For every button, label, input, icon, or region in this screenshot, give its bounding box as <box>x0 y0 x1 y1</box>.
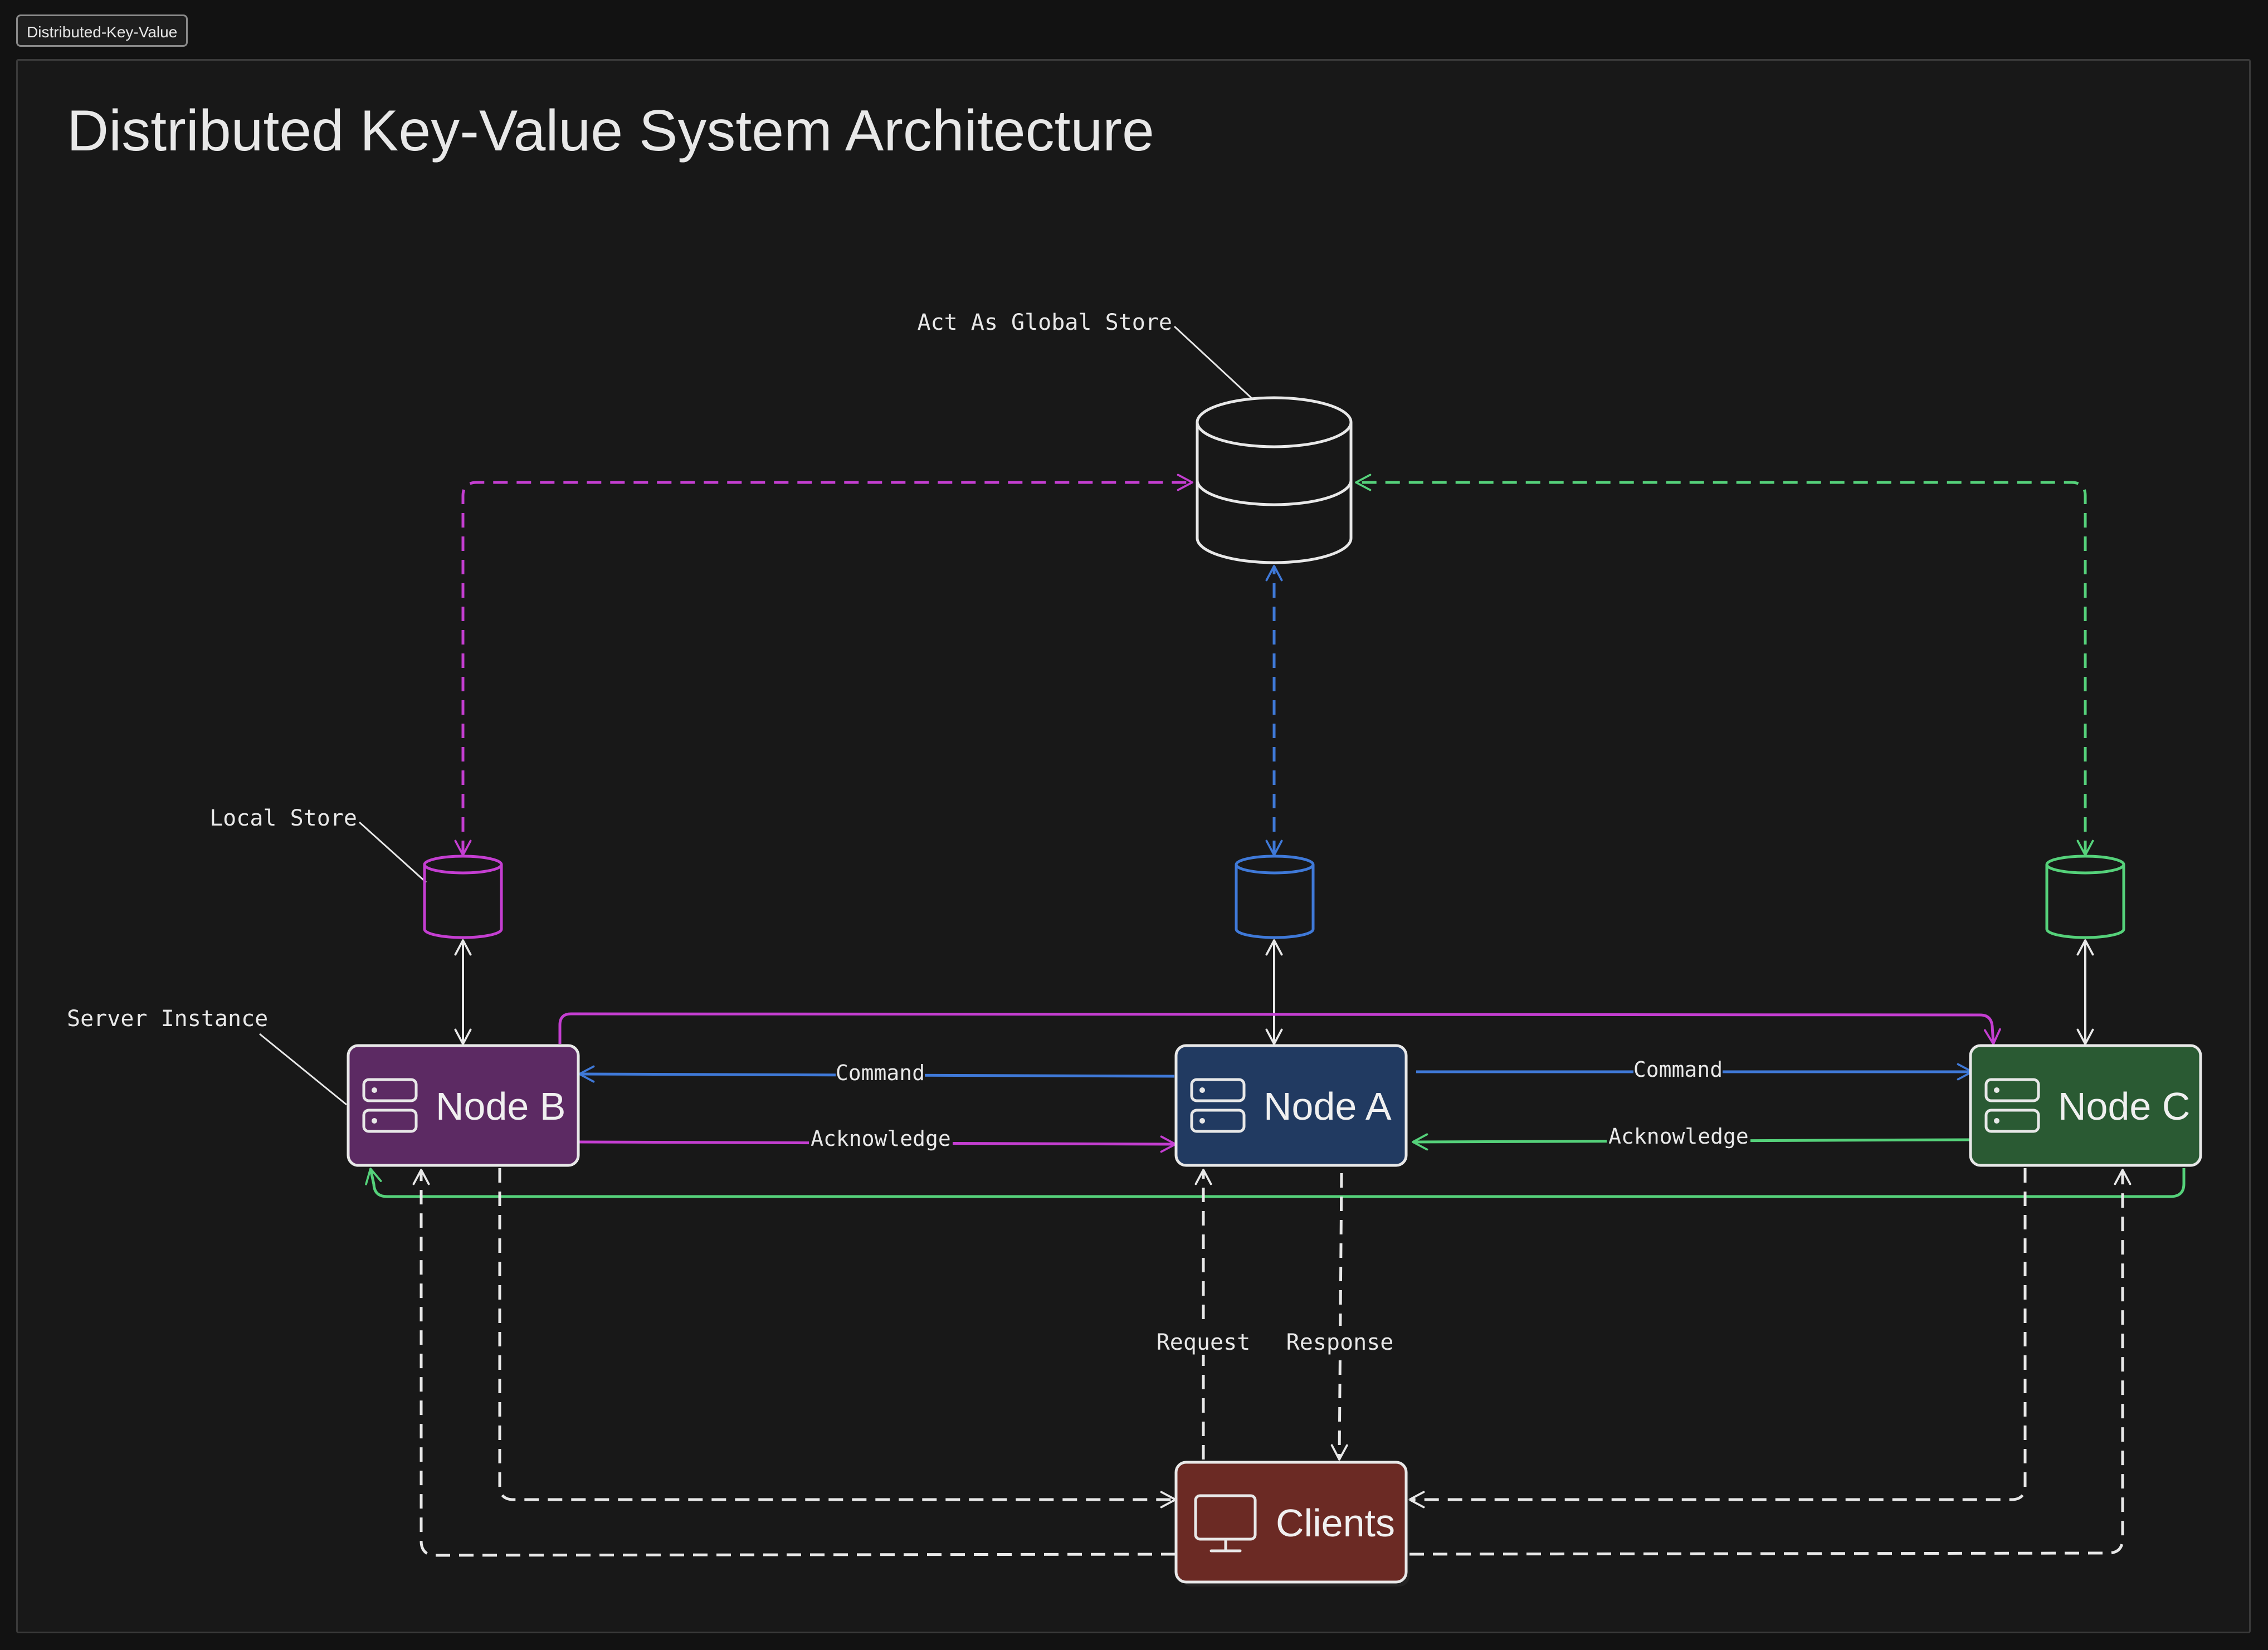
clients-node[interactable]: Clients <box>1174 1461 1409 1586</box>
clients-label: Clients <box>1276 1501 1395 1545</box>
diagram-title: Distributed Key-Value System Architectur… <box>67 99 1154 163</box>
node-a[interactable]: Node A <box>1174 1044 1408 1167</box>
global-store-database-icon <box>1196 396 1353 564</box>
edge-c-to-clients <box>1408 1168 2027 1509</box>
edge-request-label-bg <box>1154 1326 1252 1355</box>
edge-acknowledge-c-label: Acknowledge <box>1608 1124 1749 1149</box>
monitor-icon <box>1194 1494 1257 1553</box>
annotation-server-instance: Server Instance <box>67 1006 268 1032</box>
annotation-local-store: Local Store <box>209 806 357 831</box>
edge-request-label: Request <box>1157 1330 1251 1355</box>
edge-clients-to-c <box>1409 1169 2132 1556</box>
edge-acknowledge-b-label: Acknowledge <box>811 1126 951 1151</box>
annotation-server-instance-leader <box>259 1033 347 1106</box>
edge-acknowledge-b-label-bg <box>809 1127 953 1153</box>
node-c-label: Node C <box>2058 1085 2190 1128</box>
server-icon <box>1984 1078 2040 1133</box>
tab-distributed-key-value[interactable]: Distributed-Key-Value <box>16 14 188 47</box>
edge-command-b-label: Command <box>836 1061 925 1085</box>
local-store-a-icon <box>1235 855 1315 939</box>
node-b-label: Node B <box>436 1085 565 1128</box>
edge-b-to-c <box>558 1012 2001 1045</box>
node-a-label: Node A <box>1264 1085 1392 1128</box>
edge-response-a-to-clients <box>1330 1173 1348 1461</box>
edge-response-label: Response <box>1286 1330 1394 1355</box>
edge-command-c-label-bg <box>1633 1058 1723 1084</box>
edge-acknowledge-c-label-bg <box>1607 1125 1750 1151</box>
node-b[interactable]: Node B <box>347 1044 580 1167</box>
annotation-local-store-leader <box>358 821 427 883</box>
edge-c-to-b <box>365 1168 2186 1198</box>
annotation-global-store: Act As Global Store <box>917 310 1172 335</box>
edge-command-b-label-bg <box>836 1062 925 1087</box>
server-icon <box>362 1078 418 1133</box>
sync-edge-c-global <box>1355 473 2094 856</box>
node-c[interactable]: Node C <box>1969 1044 2202 1167</box>
local-store-b-icon <box>423 855 503 939</box>
edge-response-label-bg <box>1284 1326 1396 1355</box>
sync-edge-b-global <box>454 473 1193 856</box>
local-store-c-icon <box>2045 855 2125 939</box>
annotation-global-store-leader <box>1173 325 1254 400</box>
edge-b-to-clients <box>498 1168 1177 1509</box>
server-icon <box>1190 1078 1246 1133</box>
edge-clients-to-b <box>412 1169 1176 1557</box>
edge-command-c-label: Command <box>1633 1057 1723 1082</box>
